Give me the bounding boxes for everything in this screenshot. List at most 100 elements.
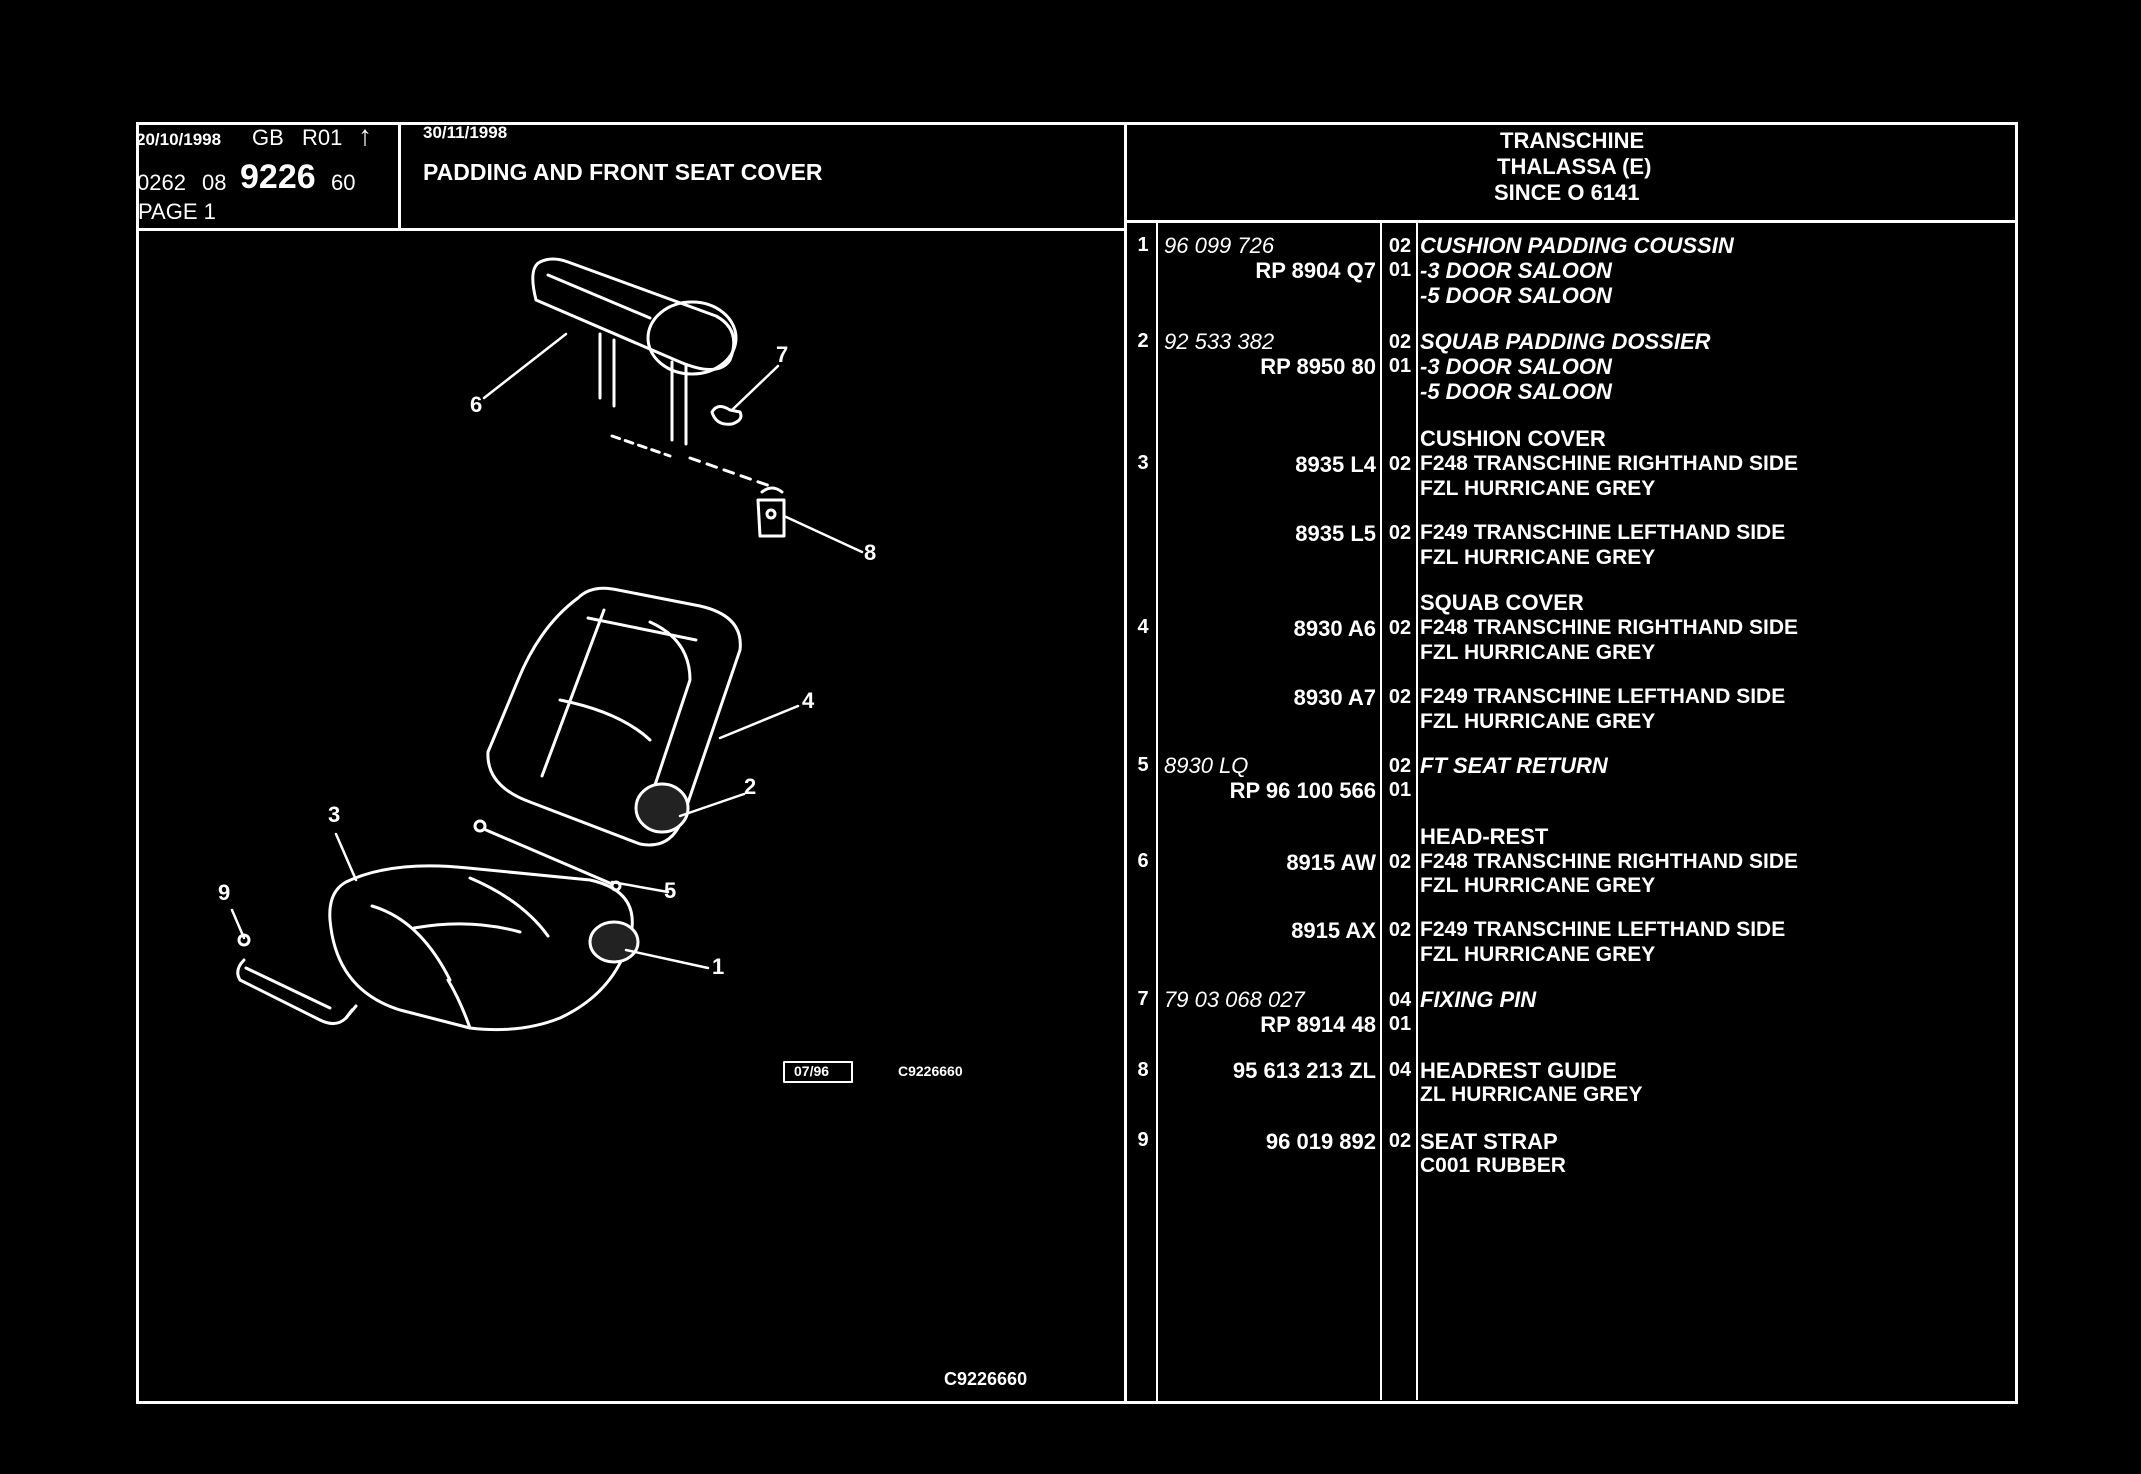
part-ref-4a: 8930 A6 — [1293, 616, 1376, 641]
part-number-7: 7 — [1137, 988, 1149, 1010]
page-title: PADDING AND FRONT SEAT COVER — [423, 159, 823, 185]
cushion-drawing — [328, 864, 640, 1032]
divider-col-ref — [1380, 220, 1382, 1400]
part-sub-3b: FZL HURRICANE GREY — [1420, 546, 1656, 569]
part-ref-6b: 8915 AX — [1291, 918, 1376, 943]
seat-strap-drawing — [236, 933, 358, 1025]
part-qty2-2: 01 — [1388, 355, 1412, 377]
divider-header-left — [136, 228, 1126, 231]
divider-vertical-main — [1124, 122, 1127, 1404]
revision-code: R01 — [302, 125, 343, 150]
up-arrow-icon: ↑ — [358, 120, 372, 151]
part-ref-9: 96 019 892 — [1265, 1129, 1376, 1154]
headrest-drawing — [531, 257, 772, 488]
model-line-1: TRANSCHINE — [1500, 128, 1645, 153]
divider-header-left-split — [398, 122, 401, 230]
stamp-ref: C9226660 — [898, 1063, 963, 1079]
callout-5: 5 — [664, 878, 677, 903]
part-number-3: 3 — [1137, 452, 1149, 474]
callout-1: 1 — [712, 954, 725, 979]
part-desc-9: SEAT STRAP — [1420, 1129, 1558, 1154]
part-qty-6b: 02 — [1388, 919, 1412, 941]
part-number-1: 1 — [1137, 234, 1149, 256]
part-desc-7: FIXING PIN — [1420, 987, 1537, 1012]
part-qty-6a: 02 — [1388, 851, 1412, 873]
part-line-2b: -5 DOOR SALOON — [1420, 379, 1612, 404]
part-ref-2: 92 533 382 — [1164, 329, 1275, 354]
part-qty2-1: 01 — [1388, 259, 1412, 281]
callout-2: 2 — [744, 774, 757, 799]
part-ref2-7: RP 8914 48 — [1260, 1012, 1376, 1037]
page-frame — [136, 122, 2018, 1404]
part-ref-5: 8930 LQ — [1164, 753, 1249, 778]
part-sub-3a: FZL HURRICANE GREY — [1420, 477, 1656, 500]
part-sub-6b: FZL HURRICANE GREY — [1420, 943, 1656, 966]
part-qty-8: 04 — [1388, 1059, 1412, 1081]
part-qty-3a: 02 — [1388, 453, 1412, 475]
stamp-date: 07/96 — [794, 1063, 830, 1079]
part-qty-7: 04 — [1388, 989, 1412, 1011]
part-heading-6: HEAD-REST — [1420, 824, 1549, 849]
part-sub-4b: FZL HURRICANE GREY — [1420, 710, 1656, 733]
part-line-1b: -5 DOOR SALOON — [1420, 283, 1612, 308]
part-desc-1: CUSHION PADDING COUSSIN — [1420, 233, 1734, 258]
part-sub-4a: FZL HURRICANE GREY — [1420, 641, 1656, 664]
squab-drawing — [486, 586, 742, 847]
part-desc-4a: F248 TRANSCHINE RIGHTHAND SIDE — [1420, 616, 1799, 639]
footer-ref: C9226660 — [944, 1369, 1028, 1389]
callout-leaders — [230, 332, 864, 970]
part-number-2: 2 — [1137, 330, 1149, 352]
part-ref-7: 79 03 068 027 — [1164, 987, 1305, 1012]
code-main: 9226 — [240, 158, 316, 196]
model-line-2: THALASSA (E) — [1497, 154, 1652, 179]
part-desc-3b: F249 TRANSCHINE LEFTHAND SIDE — [1420, 521, 1786, 544]
part-qty-4a: 02 — [1388, 617, 1412, 639]
part-ref-4b: 8930 A7 — [1293, 685, 1376, 710]
part-qty-9: 02 — [1388, 1130, 1412, 1152]
code-suffix: 60 — [331, 170, 356, 195]
part-desc-3a: F248 TRANSCHINE RIGHTHAND SIDE — [1420, 452, 1799, 475]
divider-header-right — [1124, 220, 2018, 223]
part-desc-2: SQUAB PADDING DOSSIER — [1420, 329, 1711, 354]
divider-col-no — [1156, 220, 1158, 1404]
part-heading-4: SQUAB COVER — [1420, 590, 1584, 615]
stamp-box — [783, 1061, 853, 1083]
callout-8: 8 — [864, 540, 877, 565]
part-sub-9: C001 RUBBER — [1420, 1154, 1566, 1177]
callout-4: 4 — [802, 688, 815, 713]
code-prefix: 0262 — [137, 170, 186, 195]
part-ref2-1: RP 8904 Q7 — [1255, 258, 1376, 283]
date-left: 20/10/1998 — [136, 130, 222, 149]
callout-3: 3 — [328, 802, 341, 827]
part-ref-3b: 8935 L5 — [1295, 521, 1376, 546]
part-qty-5: 02 — [1388, 755, 1412, 777]
seat-return-drawing — [473, 819, 622, 892]
part-qty2-5: 01 — [1388, 779, 1412, 801]
part-desc-4b: F249 TRANSCHINE LEFTHAND SIDE — [1420, 685, 1786, 708]
headrest-guide-drawing — [756, 486, 786, 538]
lang-code: GB — [252, 125, 284, 150]
part-qty-3b: 02 — [1388, 522, 1412, 544]
part-ref2-2: RP 8950 80 — [1260, 354, 1376, 379]
part-sub-8: ZL HURRICANE GREY — [1420, 1083, 1643, 1106]
part-line-2a: -3 DOOR SALOON — [1420, 354, 1612, 379]
date-right: 30/11/1998 — [423, 123, 508, 142]
part-qty2-7: 01 — [1388, 1013, 1412, 1035]
part-ref2-5: RP 96 100 566 — [1229, 778, 1376, 803]
part-qty-4b: 02 — [1388, 686, 1412, 708]
part-number-8: 8 — [1137, 1059, 1149, 1081]
part-desc-6a: F248 TRANSCHINE RIGHTHAND SIDE — [1420, 850, 1799, 873]
part-qty-2: 02 — [1388, 331, 1412, 353]
part-desc-6b: F249 TRANSCHINE LEFTHAND SIDE — [1420, 918, 1786, 941]
part-number-9: 9 — [1137, 1129, 1149, 1151]
part-desc-5: FT SEAT RETURN — [1420, 753, 1608, 778]
part-ref-8: 95 613 213 ZL — [1232, 1058, 1376, 1083]
part-line-1a: -3 DOOR SALOON — [1420, 258, 1612, 283]
callout-6: 6 — [470, 392, 483, 417]
part-ref-1: 96 099 726 — [1164, 233, 1275, 258]
model-line-3: SINCE O 6141 — [1494, 180, 1640, 205]
part-qty-1: 02 — [1388, 235, 1412, 257]
divider-col-qty — [1416, 220, 1418, 1400]
part-ref-6a: 8915 AW — [1286, 850, 1376, 875]
